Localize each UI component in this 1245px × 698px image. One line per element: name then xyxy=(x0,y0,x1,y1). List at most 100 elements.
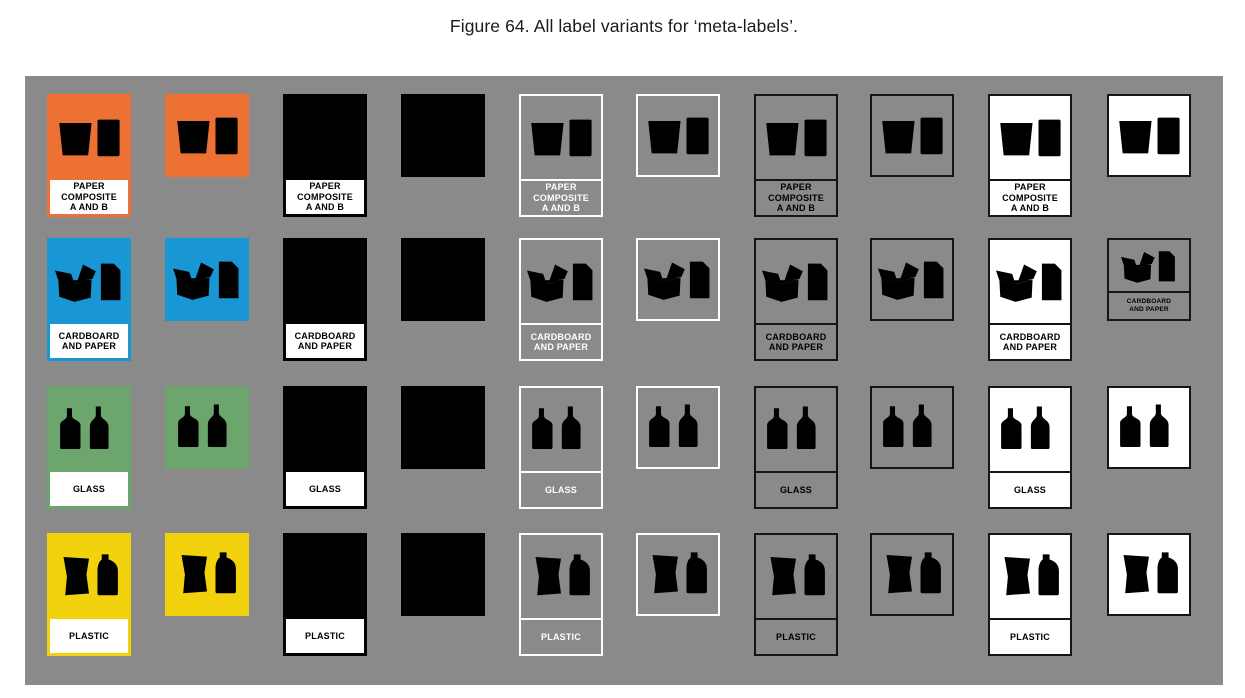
label-text: GLASS xyxy=(50,472,128,506)
plastic-icon xyxy=(521,535,601,618)
plastic-icon xyxy=(990,535,1070,618)
label-text: PLASTIC xyxy=(756,618,836,654)
label-paper-composite-white-no-text xyxy=(1107,94,1191,177)
plastic-icon xyxy=(47,533,131,619)
label-glass-white-no-text xyxy=(1107,386,1191,469)
plastic-icon xyxy=(638,535,718,614)
plastic-icon xyxy=(165,533,249,616)
label-text: GLASS xyxy=(990,471,1070,507)
glass-icon xyxy=(1109,388,1189,467)
cardboard-paper-icon xyxy=(521,240,601,323)
label-text: PLASTIC xyxy=(521,618,601,654)
label-text: GLASS xyxy=(756,471,836,507)
paper-composite-icon xyxy=(990,96,1070,179)
paper-composite-icon xyxy=(1109,96,1189,175)
label-paper-composite-white-outline-no-text xyxy=(636,94,720,177)
label-text: GLASS xyxy=(286,472,364,506)
paper-composite-icon xyxy=(756,96,836,179)
label-glass-color-with-text: GLASS xyxy=(47,386,131,509)
label-plastic-gray-no-text xyxy=(870,533,954,616)
label-glass-color-no-text xyxy=(165,386,249,469)
plastic-icon xyxy=(872,535,952,614)
paper-composite-icon xyxy=(521,96,601,179)
glass-icon xyxy=(638,388,718,467)
paper-composite-icon xyxy=(638,96,718,175)
label-text: GLASS xyxy=(521,471,601,507)
glass-icon xyxy=(165,386,249,469)
label-plastic-black-with-text: PLASTIC xyxy=(283,533,367,656)
glass-icon xyxy=(872,388,952,467)
plastic-icon xyxy=(401,533,485,616)
paper-composite-icon xyxy=(165,94,249,177)
plastic-icon xyxy=(756,535,836,618)
cardboard-paper-icon xyxy=(1109,240,1189,291)
plastic-icon xyxy=(283,533,367,619)
label-plastic-color-with-text: PLASTIC xyxy=(47,533,131,656)
label-plastic-white-with-text: PLASTIC xyxy=(988,533,1072,656)
glass-icon xyxy=(47,386,131,472)
glass-icon xyxy=(283,386,367,472)
label-text: PLASTIC xyxy=(990,618,1070,654)
label-paper-composite-black-no-text xyxy=(401,94,485,177)
glass-icon xyxy=(521,388,601,471)
label-plastic-black-no-text xyxy=(401,533,485,616)
cardboard-paper-icon xyxy=(165,238,249,321)
glass-icon xyxy=(990,388,1070,471)
glass-icon xyxy=(756,388,836,471)
label-glass-white-outline-with-text: GLASS xyxy=(519,386,603,509)
label-plastic-white-outline-no-text xyxy=(636,533,720,616)
cardboard-paper-icon xyxy=(638,240,718,319)
paper-composite-icon xyxy=(283,94,367,180)
label-paper-composite-gray-no-text xyxy=(870,94,954,177)
label-cardboard-paper-gray-no-text xyxy=(870,238,954,321)
label-glass-white-outline-no-text xyxy=(636,386,720,469)
label-glass-gray-with-text: GLASS xyxy=(754,386,838,509)
cardboard-paper-icon xyxy=(283,238,367,324)
label-plastic-white-outline-with-text: PLASTIC xyxy=(519,533,603,656)
label-paper-composite-color-no-text xyxy=(165,94,249,177)
label-glass-gray-no-text xyxy=(870,386,954,469)
cardboard-paper-icon xyxy=(872,240,952,319)
label-cardboard-paper-white-outline-no-text xyxy=(636,238,720,321)
paper-composite-icon xyxy=(401,94,485,177)
label-text: PLASTIC xyxy=(286,619,364,653)
label-plastic-color-no-text xyxy=(165,533,249,616)
label-text: PLASTIC xyxy=(50,619,128,653)
paper-composite-icon xyxy=(872,96,952,175)
cardboard-paper-icon xyxy=(401,238,485,321)
cardboard-paper-icon xyxy=(990,240,1070,323)
paper-composite-icon xyxy=(47,94,131,180)
cardboard-paper-icon xyxy=(756,240,836,323)
label-glass-white-with-text: GLASS xyxy=(988,386,1072,509)
figure-caption: Figure 64. All label variants for ‘meta-… xyxy=(449,16,799,36)
label-cardboard-paper-black-no-text xyxy=(401,238,485,321)
cardboard-paper-icon xyxy=(47,238,131,324)
label-plastic-gray-with-text: PLASTIC xyxy=(754,533,838,656)
label-glass-black-no-text xyxy=(401,386,485,469)
label-cardboard-paper-color-no-text xyxy=(165,238,249,321)
label-glass-black-with-text: GLASS xyxy=(283,386,367,509)
